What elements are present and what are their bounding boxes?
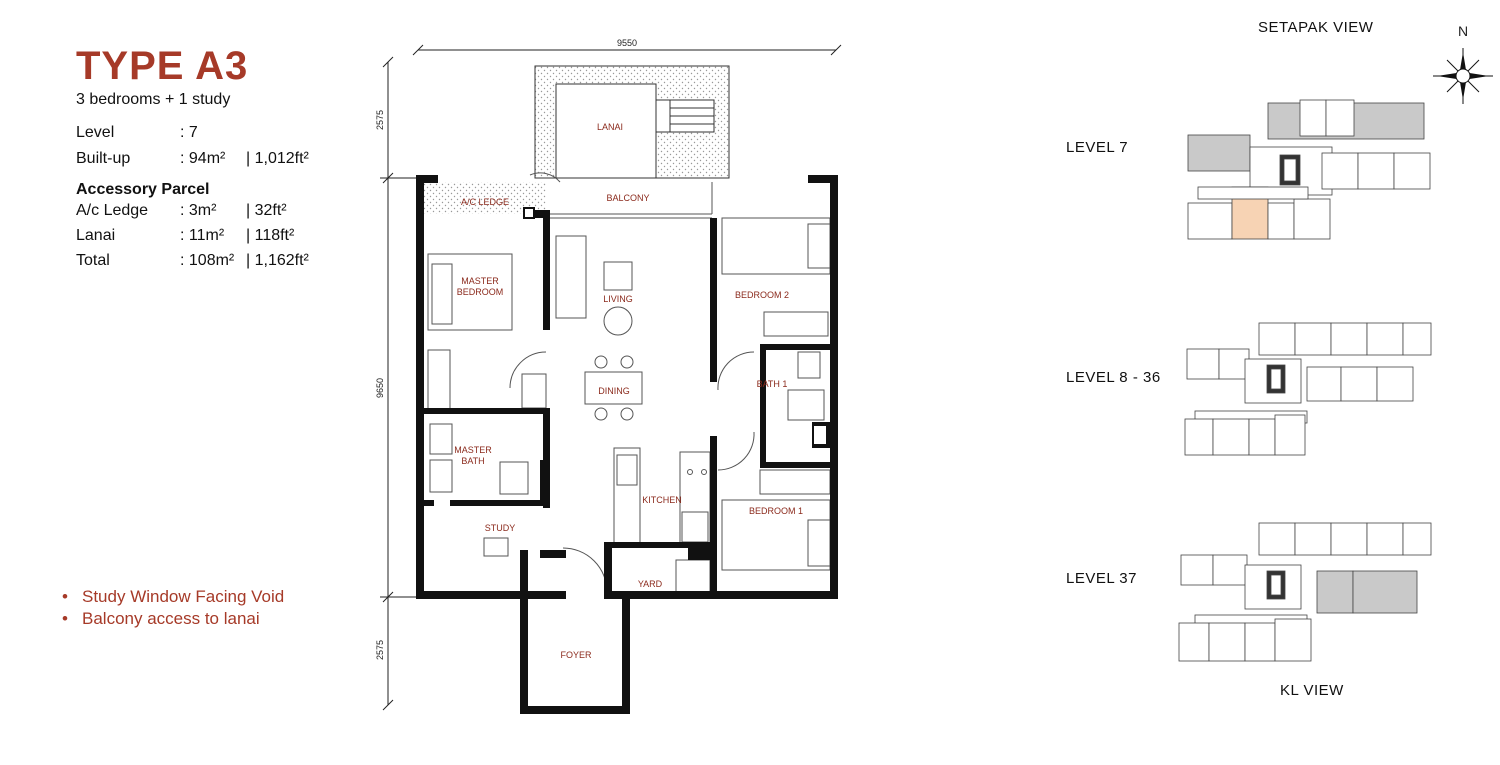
dimension-lanai-depth: 2575 (375, 110, 385, 130)
key-plan-level-37 (1178, 522, 1432, 662)
room-label-kitchen: KITCHEN (642, 495, 682, 505)
walls (416, 175, 838, 714)
dimension-foyer-depth: 2575 (375, 640, 385, 660)
level-label: LEVEL 7 (1066, 139, 1129, 156)
room-label-master-bedroom-line2: BEDROOM (457, 287, 504, 297)
room-label-bedroom-1: BEDROOM 1 (749, 506, 803, 516)
spec-metric: | 1,012ft² (246, 150, 309, 167)
key-plan-level-8-36 (1184, 322, 1432, 456)
room-label-master-bath: MASTER (454, 445, 492, 455)
spec-value: : 7 (180, 124, 198, 141)
feature-text: Balcony access to lanai (82, 609, 260, 628)
room-label-lanai: LANAI (597, 122, 623, 132)
shaft (814, 426, 826, 444)
feature-item: •Balcony access to lanai (62, 609, 260, 628)
north-letter: N (1458, 23, 1468, 39)
level-label: LEVEL 37 (1066, 570, 1137, 587)
accessory-heading: Accessory Parcel (76, 181, 210, 198)
room-labels: LANAI A/C LEDGE BALCONY MASTER BEDROOM L… (454, 122, 803, 660)
spec-value: : 94m² (180, 150, 226, 167)
dimension-width: 9550 (617, 38, 637, 48)
feature-text: Study Window Facing Void (82, 587, 285, 606)
room-label-ac-ledge: A/C LEDGE (461, 197, 509, 207)
dimension-lines (380, 44, 842, 711)
spec-value: : 11m² (180, 227, 225, 244)
spec-key: Built-up (76, 150, 131, 167)
room-label-foyer: FOYER (560, 650, 592, 660)
level-label: LEVEL 8 - 36 (1066, 369, 1161, 386)
spec-key: Lanai (76, 227, 116, 244)
unit-type-title: TYPE A3 (76, 44, 249, 88)
spec-key: Level (76, 124, 115, 141)
spec-metric: | 32ft² (246, 202, 287, 219)
spec-key: Total (76, 252, 110, 269)
north-compass-icon: N (1433, 23, 1493, 104)
room-label-dining: DINING (598, 386, 630, 396)
room-label-study: STUDY (485, 523, 516, 533)
lanai-area (534, 65, 730, 179)
key-plan-level-7 (1187, 99, 1431, 240)
room-label-master-bedroom: MASTER (461, 276, 499, 286)
dimension-main-depth: 9650 (375, 378, 385, 398)
spec-value: : 3m² (180, 202, 217, 219)
spec-metric: | 118ft² (246, 227, 295, 244)
spec-value: : 108m² (180, 252, 235, 269)
room-label-living: LIVING (603, 294, 633, 304)
feature-item: •Study Window Facing Void (62, 587, 285, 606)
unit-subtitle: 3 bedrooms + 1 study (76, 91, 231, 108)
room-label-balcony: BALCONY (606, 193, 649, 203)
room-label-bath-1: BATH 1 (757, 379, 788, 389)
kl-view-label: KL VIEW (1280, 682, 1344, 699)
room-label-yard: YARD (638, 579, 663, 589)
spec-metric: | 1,162ft² (246, 252, 309, 269)
floor-plan: 9550 2575 9650 2575 (375, 38, 842, 714)
spec-key: A/c Ledge (76, 202, 149, 219)
room-label-master-bath-line2: BATH (461, 456, 484, 466)
setapak-view-label: SETAPAK VIEW (1258, 19, 1374, 36)
room-label-bedroom-2: BEDROOM 2 (735, 290, 789, 300)
